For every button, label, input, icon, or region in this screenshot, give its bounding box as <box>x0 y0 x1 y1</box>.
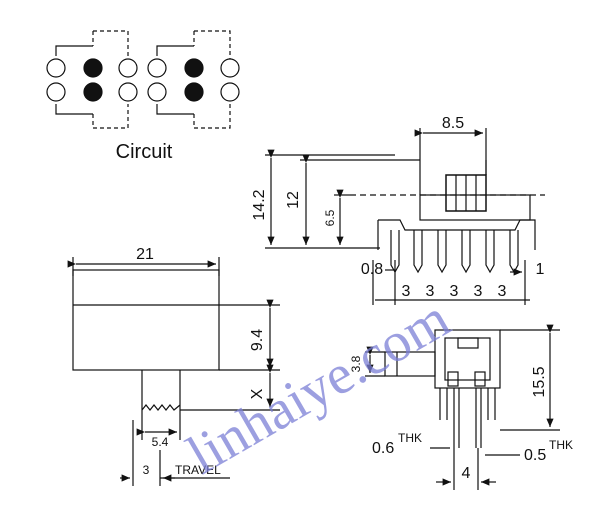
circuit-pin <box>184 58 204 78</box>
front-height-label: 9.4 <box>249 329 266 351</box>
side-actuator-height-label: 6.5 <box>323 209 337 226</box>
side-pin-gap-label: 0.8 <box>361 261 383 278</box>
circuit-pin <box>220 58 240 78</box>
side-pin-pitch-label: 3 <box>426 283 435 300</box>
circuit-pin <box>220 82 240 102</box>
travel-value-label: 3 <box>143 463 150 477</box>
side-pin <box>437 230 447 274</box>
side-top-width-label: 8.5 <box>442 115 464 132</box>
side-pin-pitch-label: 3 <box>474 283 483 300</box>
bottom-pin-thk-right-label: 0.5 <box>524 447 546 464</box>
front-width-label: 21 <box>136 246 154 263</box>
front-view <box>67 257 280 486</box>
side-edge-gap-label: 1 <box>536 261 545 278</box>
side-pin <box>485 230 495 274</box>
circuit-pin <box>147 82 167 102</box>
bottom-pin-spacing-label: 4 <box>462 465 471 482</box>
circuit-pin <box>118 82 138 102</box>
circuit-diagram <box>55 30 231 129</box>
circuit-title: Circuit <box>116 141 173 163</box>
circuit-pin <box>147 58 167 78</box>
side-overall-height-label: 14.2 <box>251 189 268 220</box>
side-pin-pitch-label: 3 <box>498 283 507 300</box>
circuit-pin <box>46 82 66 102</box>
travel-text-label: TRAVEL <box>175 463 221 477</box>
side-pin-pitch-label: 3 <box>402 283 411 300</box>
circuit-pin <box>118 58 138 78</box>
circuit-pins <box>46 58 240 102</box>
circuit-pin <box>46 58 66 78</box>
circuit-pin <box>83 82 103 102</box>
bottom-height-label: 15.5 <box>531 366 548 397</box>
bottom-thk-right-sup: THK <box>549 438 573 452</box>
side-view <box>265 128 545 305</box>
bottom-actuator-dia-label: 3.8 <box>349 355 363 372</box>
side-pin <box>509 230 519 274</box>
side-pin <box>413 230 423 274</box>
watermark-text: linhaiye.com <box>177 287 460 486</box>
bottom-view <box>365 324 560 490</box>
circuit-pin <box>83 58 103 78</box>
circuit-pin <box>184 82 204 102</box>
side-body-height-label: 12 <box>285 191 302 209</box>
front-x-label: X <box>249 388 266 399</box>
front-actuator-width-label: 5.4 <box>152 435 169 449</box>
bottom-pin-thk-left-label: 0.6 <box>372 440 394 457</box>
side-pin <box>461 230 471 274</box>
bottom-thk-left-sup: THK <box>398 431 422 445</box>
side-pin-pitch-label: 3 <box>450 283 459 300</box>
